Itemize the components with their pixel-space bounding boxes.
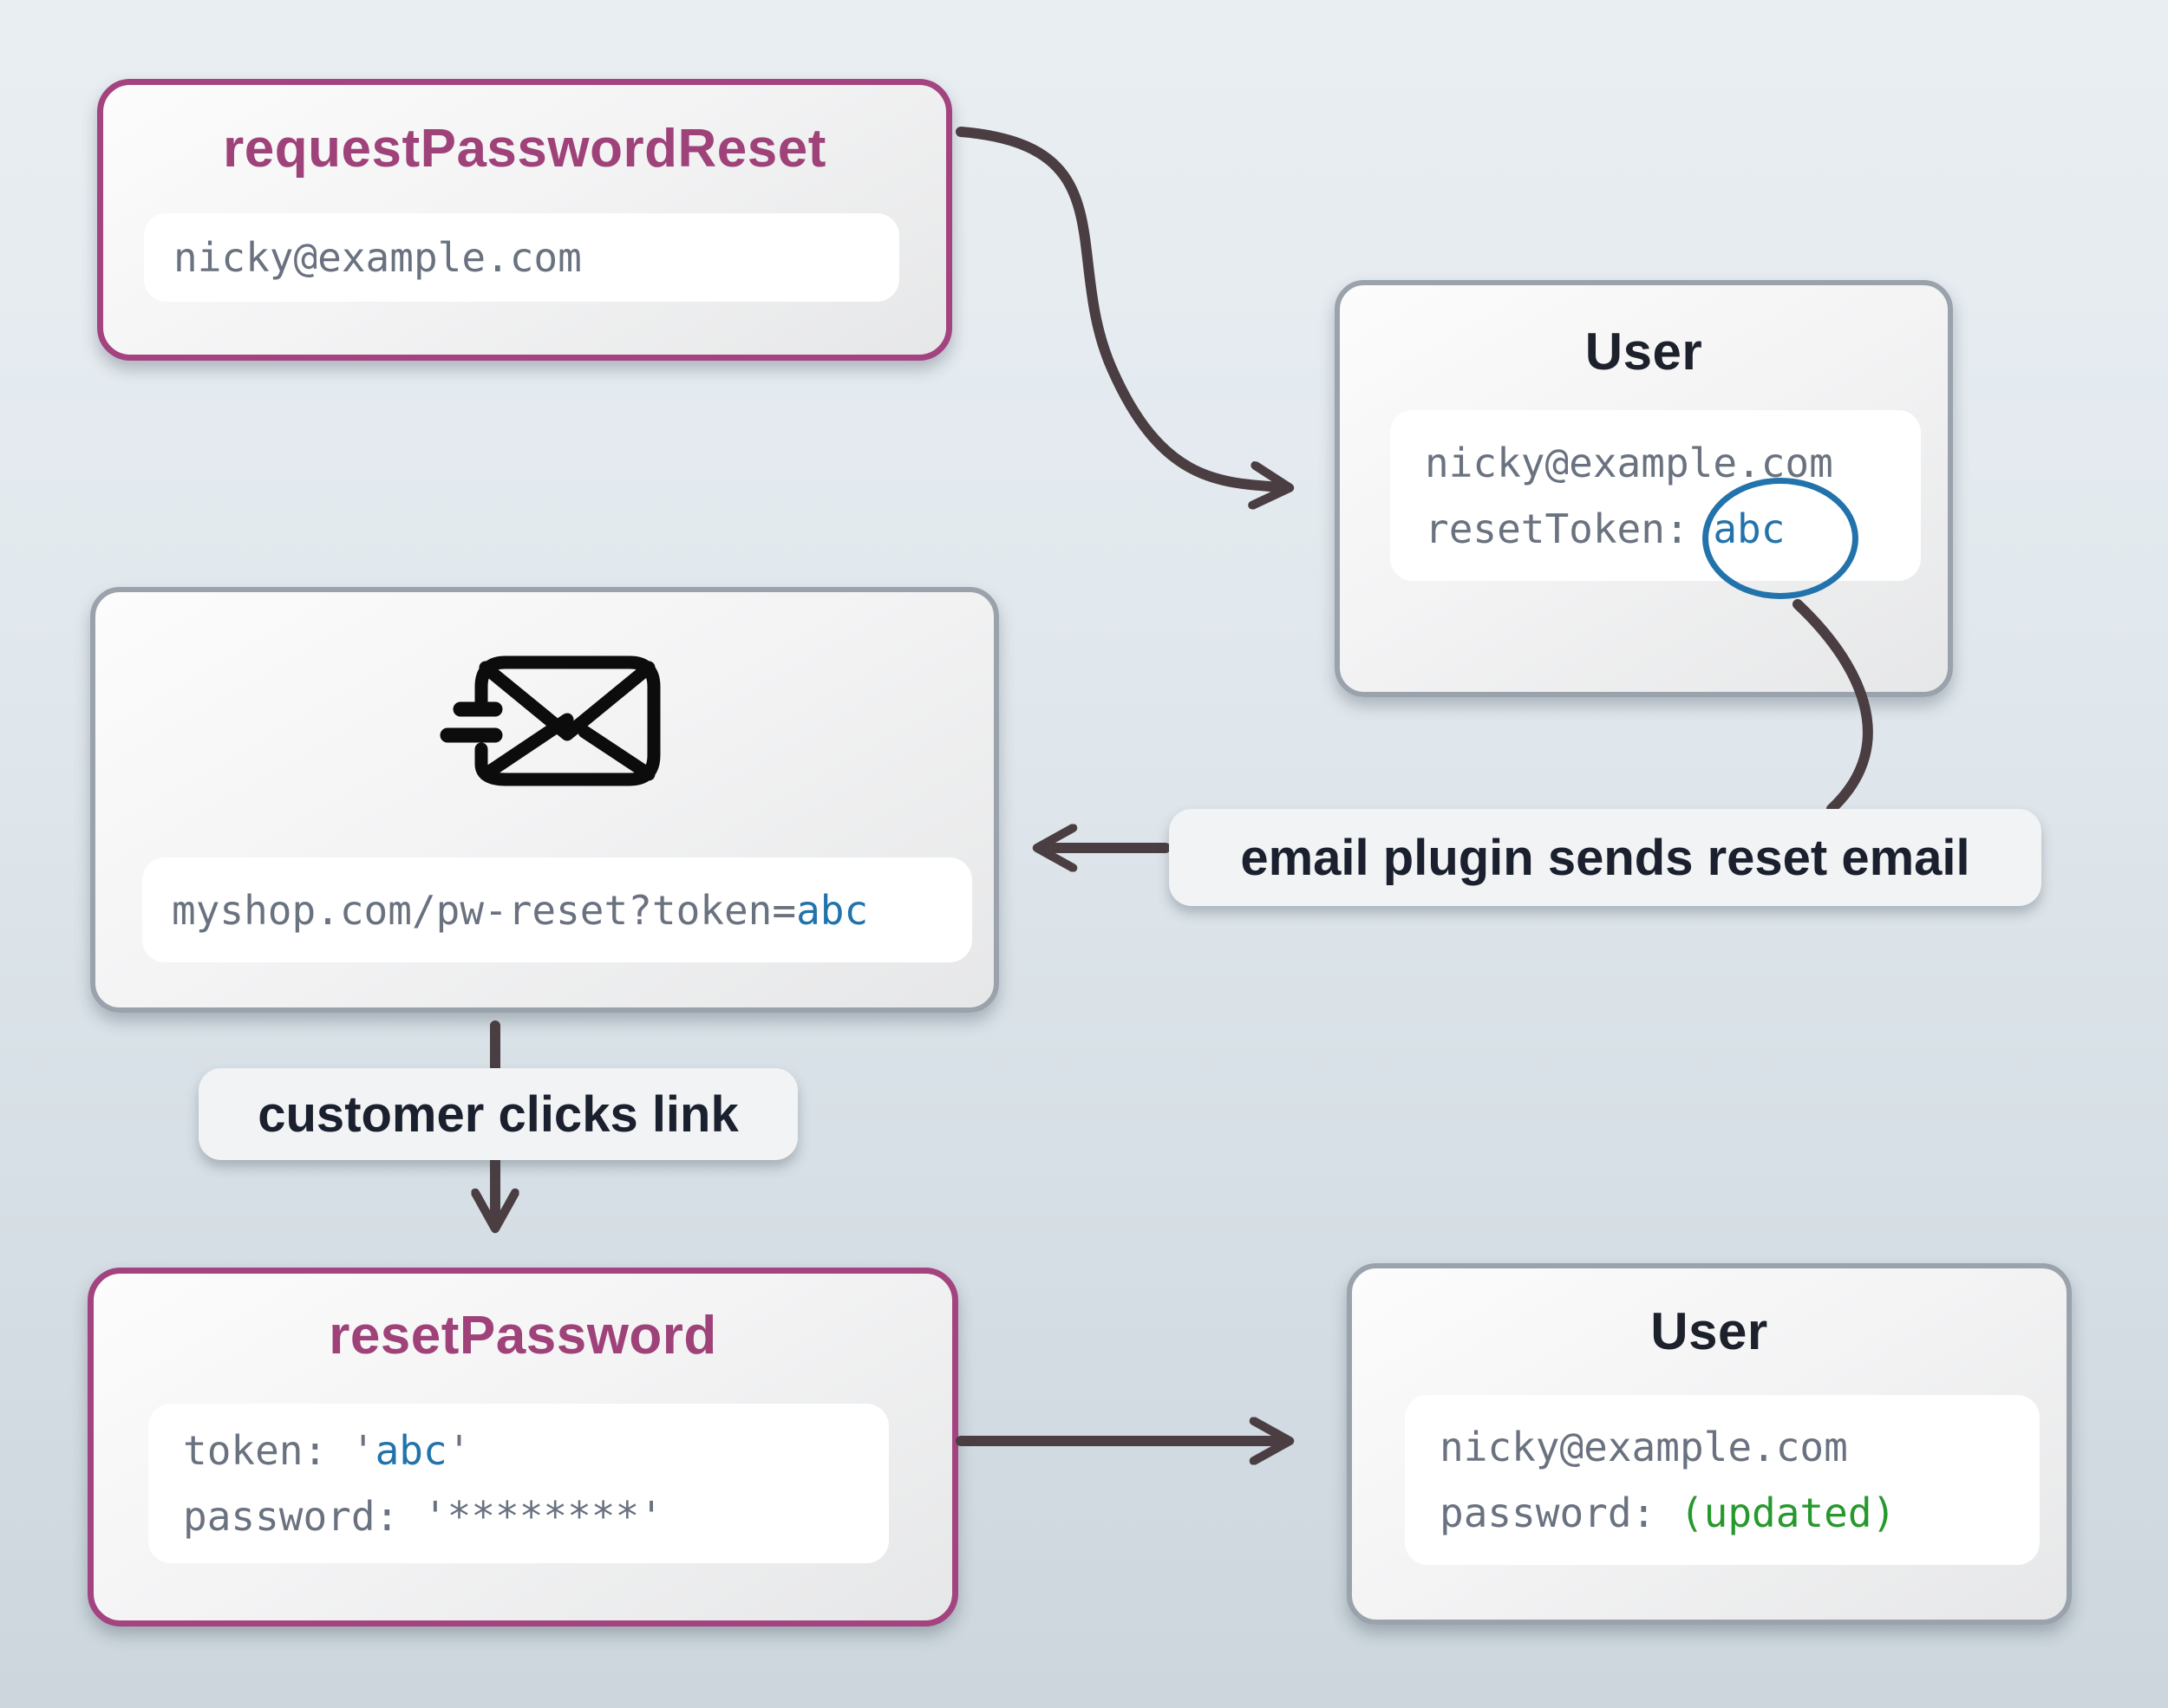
customer-clicks-annotation-text: customer clicks link bbox=[258, 1085, 739, 1143]
user-top-node: User nicky@example.com resetToken: abc bbox=[1335, 280, 1953, 697]
user-bottom-title: User bbox=[1650, 1302, 1768, 1360]
token-arg-value: abc bbox=[375, 1427, 447, 1474]
reset-link-prefix: myshop.com/pw-reset?token= bbox=[172, 886, 797, 934]
email-plugin-annotation-text: email plugin sends reset email bbox=[1240, 829, 1970, 886]
user-bottom-password-line: password: (updated) bbox=[1440, 1480, 2040, 1546]
mail-send-icon bbox=[440, 655, 661, 786]
token-close-quote: ' bbox=[447, 1427, 472, 1474]
password-label: password: bbox=[1440, 1490, 1680, 1536]
reset-token-label: resetToken: bbox=[1425, 505, 1689, 552]
request-email-field: nicky@example.com bbox=[144, 213, 899, 302]
user-bottom-record-field: nicky@example.com password: (updated) bbox=[1405, 1395, 2040, 1565]
user-bottom-email: nicky@example.com bbox=[1440, 1424, 1848, 1470]
token-open-quote: ' bbox=[327, 1427, 375, 1474]
reset-link-url: myshop.com/pw-reset?token=abc bbox=[172, 877, 972, 943]
user-top-email: nicky@example.com bbox=[1425, 439, 1833, 486]
user-bottom-node: User nicky@example.com password: (update… bbox=[1347, 1263, 2072, 1625]
customer-clicks-annotation: customer clicks link bbox=[199, 1068, 798, 1160]
reset-link-field: myshop.com/pw-reset?token=abc bbox=[142, 857, 972, 962]
reset-password-title: resetPassword bbox=[329, 1306, 717, 1366]
email-node: myshop.com/pw-reset?token=abc bbox=[90, 587, 999, 1013]
request-email-value: nicky@example.com bbox=[173, 234, 582, 281]
arrow-request-to-user bbox=[956, 127, 1282, 487]
reset-password-node: resetPassword token: 'abc' password: '**… bbox=[88, 1268, 958, 1627]
password-updated-value: (updated) bbox=[1679, 1490, 1897, 1536]
token-circle-annotation bbox=[1702, 478, 1858, 599]
user-top-title: User bbox=[1584, 323, 1703, 381]
token-arg-line: token: 'abc' bbox=[183, 1418, 889, 1483]
request-password-reset-title: requestPasswordReset bbox=[223, 119, 826, 179]
request-password-reset-node: requestPasswordReset nicky@example.com bbox=[97, 79, 952, 361]
password-arg-line: password: '********' bbox=[183, 1493, 663, 1540]
reset-password-args-field: token: 'abc' password: '********' bbox=[148, 1404, 889, 1563]
reset-link-token: abc bbox=[796, 886, 869, 934]
token-arg-label: token: bbox=[183, 1427, 328, 1474]
email-plugin-annotation: email plugin sends reset email bbox=[1169, 809, 2041, 906]
